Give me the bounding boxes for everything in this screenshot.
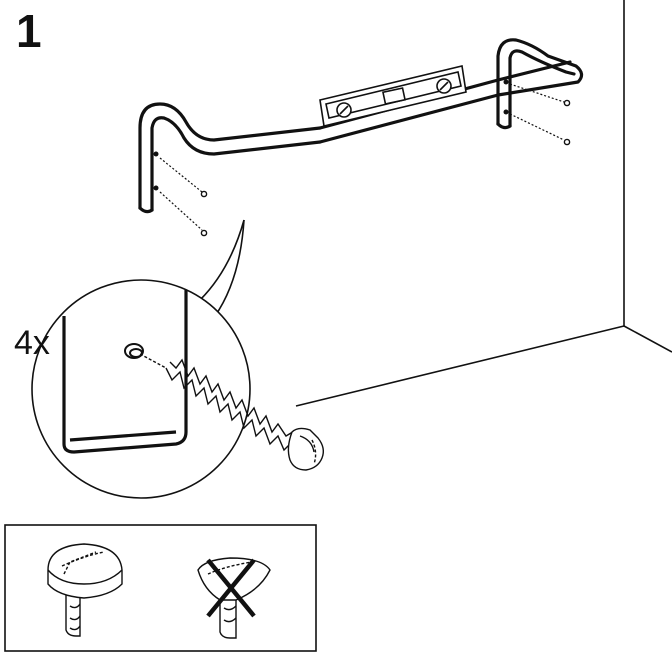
small-screws (159, 83, 565, 231)
small-screw-heads (200, 99, 571, 237)
towel-rail (138, 38, 584, 214)
wrong-cross-icon (206, 558, 256, 618)
detail-screw (139, 353, 325, 471)
quantity-label: 4x (14, 324, 50, 362)
step-number: 1 (16, 5, 42, 57)
wall-corner (295, 0, 672, 407)
spirit-level (319, 65, 467, 127)
callout-lines (199, 219, 245, 317)
detail-hole (124, 343, 144, 359)
correct-screw-icon (47, 543, 123, 637)
detail-bracket-leg (62, 290, 188, 454)
bracket-holes (153, 79, 509, 191)
detail-circle (31, 279, 251, 499)
